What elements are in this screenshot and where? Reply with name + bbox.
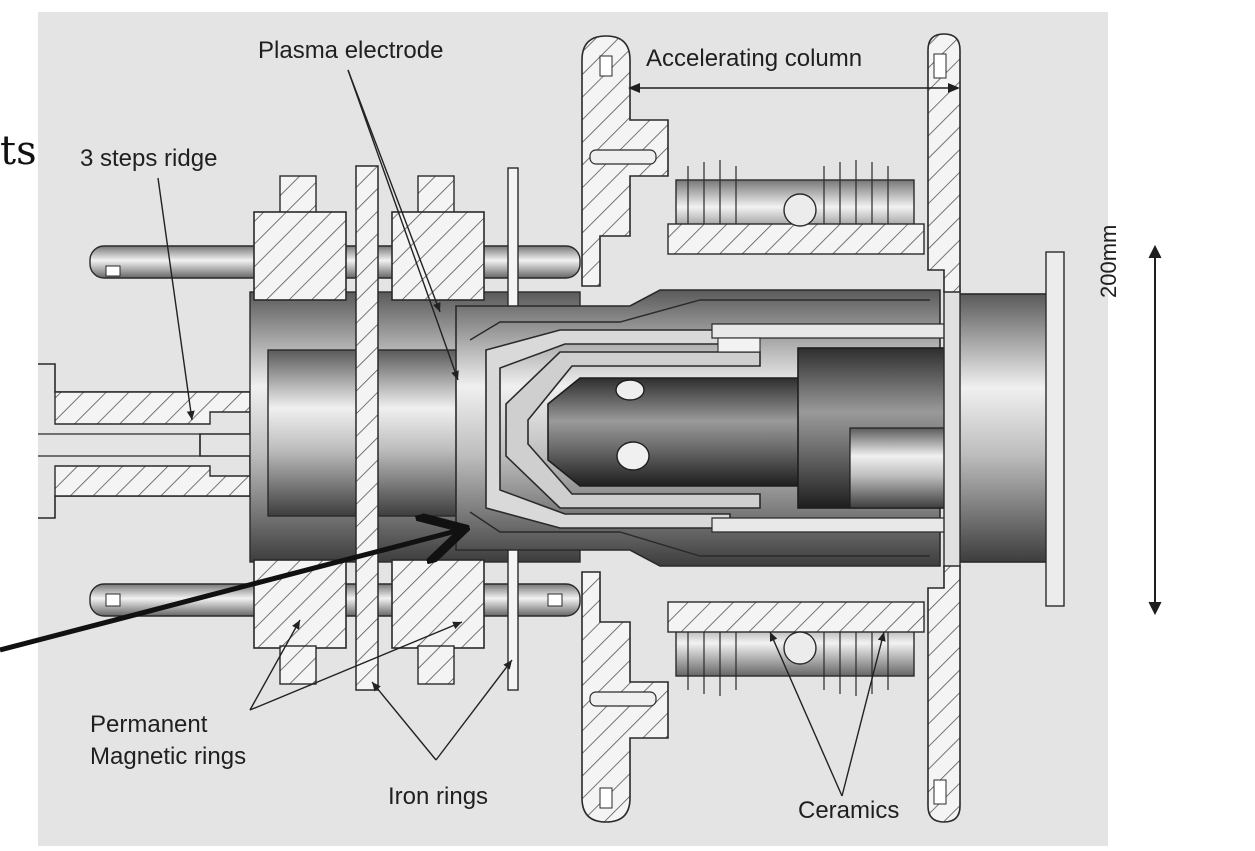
- pointer-arrow: [0, 530, 460, 653]
- magnet-ring-bottom-2: [391, 559, 485, 685]
- label-permanent: Permanent: [90, 711, 208, 738]
- label-magnetic-rings: Magnetic rings: [90, 743, 247, 770]
- label-iron-rings: Iron rings: [388, 783, 489, 810]
- label-plasma-electrode: Plasma electrode: [258, 37, 444, 64]
- label-accelerating-column: Accelerating column: [646, 45, 863, 72]
- scale-label: 200mm: [1096, 224, 1121, 298]
- cropped-text-fragment: ts: [0, 128, 37, 174]
- label-ceramics: Ceramics: [798, 797, 900, 824]
- magnet-ring-top-1: [253, 175, 347, 301]
- magnet-ring-bottom-1: [253, 559, 347, 685]
- label-3-steps-ridge: 3 steps ridge: [80, 145, 218, 172]
